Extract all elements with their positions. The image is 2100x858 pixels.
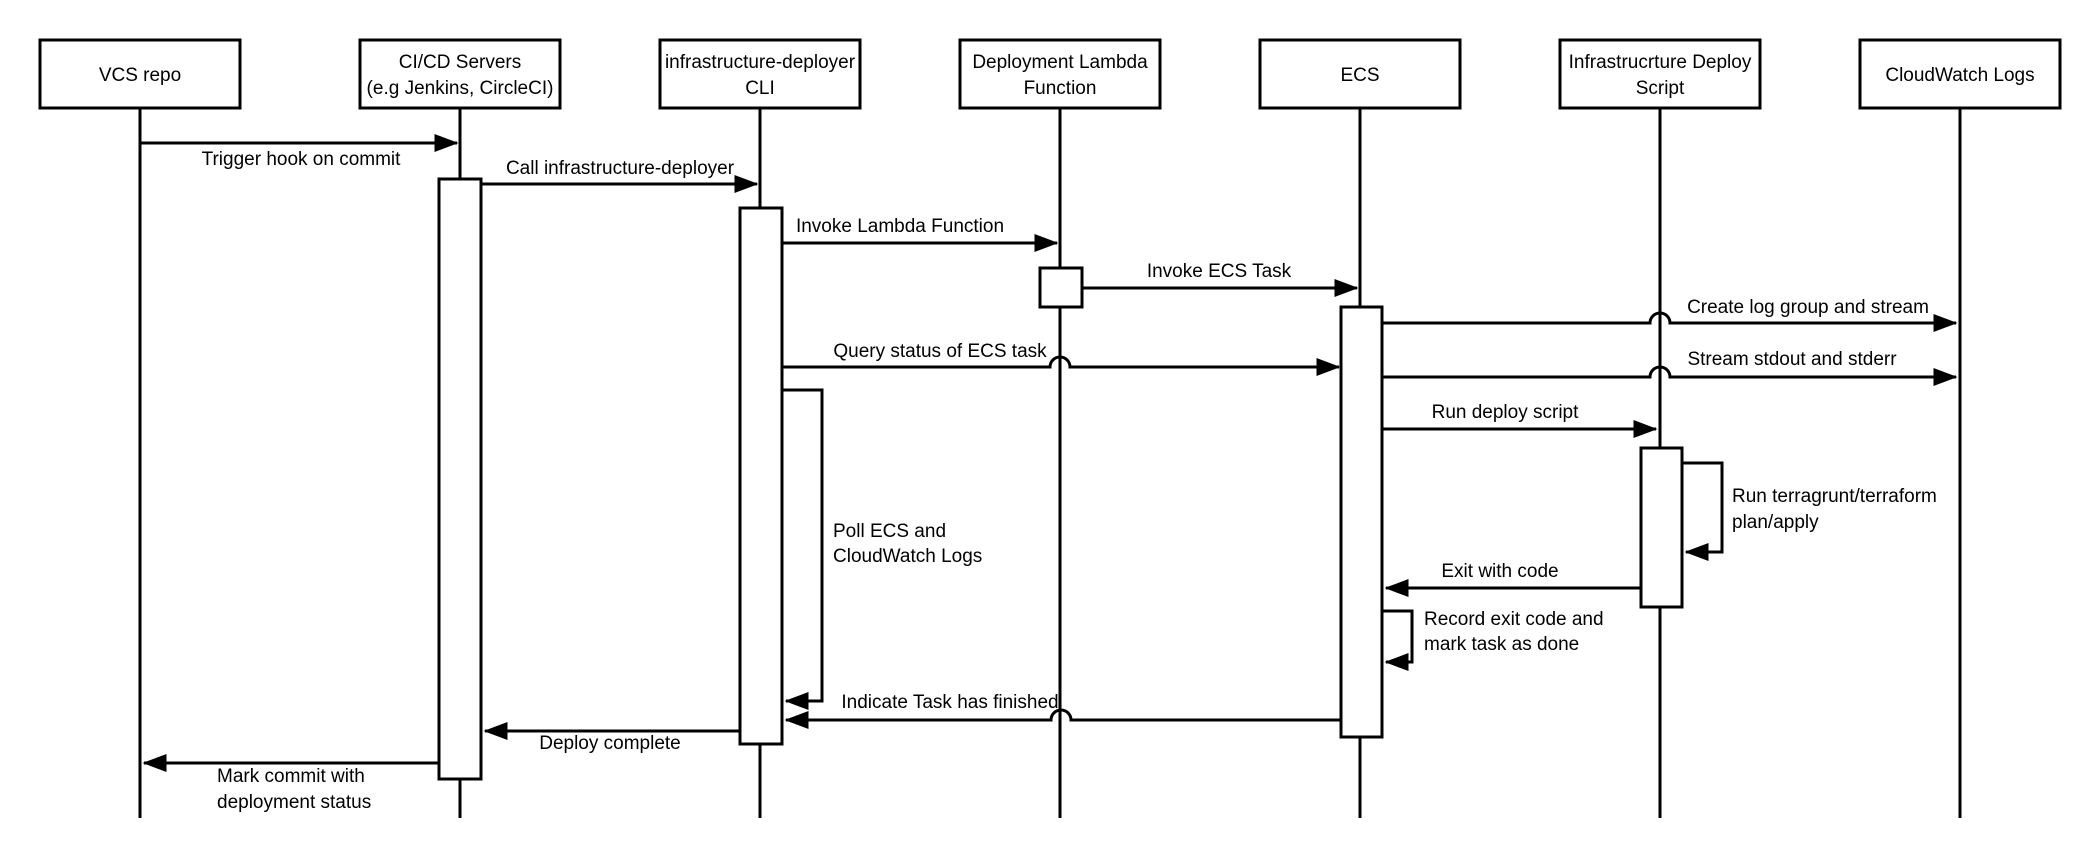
- message-run-deploy-script: Run deploy script: [1382, 402, 1658, 438]
- message-run-terragrunt-label-line2: plan/apply: [1732, 512, 1819, 533]
- actor-boxes: VCS repo CI/CD Servers (e.g Jenkins, Cir…: [38, 38, 2062, 110]
- message-record-exit: Record exit code and mark task as done: [1382, 609, 1604, 671]
- actor-cicd-servers: CI/CD Servers (e.g Jenkins, CircleCI): [358, 38, 562, 110]
- activation-bars: [437, 177, 1684, 781]
- actor-cicd-servers-label-line2: (e.g Jenkins, CircleCI): [367, 78, 554, 99]
- actor-infra-deploy-script-box: [1558, 38, 1762, 110]
- message-deploy-complete-label: Deploy complete: [539, 733, 681, 754]
- actor-infra-deploy-script-label-line1: Infrastrucrture Deploy: [1569, 52, 1752, 73]
- message-run-terragrunt-arrow: [1682, 461, 1724, 561]
- message-record-exit-label-line1: Record exit code and: [1424, 609, 1604, 630]
- loop-poll-bracket-arrow: [782, 388, 824, 710]
- message-create-log-group: Create log group and stream: [1382, 297, 1958, 332]
- activation-infra-deploy-script: [1639, 446, 1684, 609]
- message-run-deploy-script-label: Run deploy script: [1432, 402, 1580, 423]
- activation-cicd-servers: [437, 177, 483, 781]
- actor-vcs-repo-box: [38, 38, 242, 110]
- message-exit-with-code-label: Exit with code: [1441, 561, 1558, 582]
- actor-cloudwatch-logs-label: CloudWatch Logs: [1885, 65, 2034, 86]
- actor-deployment-lambda-label-line2: Function: [1024, 78, 1097, 99]
- messages: Trigger hook on commit Call infrastructu…: [141, 134, 1958, 813]
- actor-deployment-lambda: Deployment Lambda Function: [958, 38, 1162, 110]
- message-invoke-lambda-label: Invoke Lambda Function: [796, 216, 1004, 237]
- message-record-exit-label-line2: mark task as done: [1424, 634, 1579, 655]
- actor-vcs-repo: VCS repo: [38, 38, 242, 110]
- message-invoke-lambda: Invoke Lambda Function: [782, 216, 1059, 252]
- message-call-deployer: Call infrastructure-deployer: [481, 158, 759, 193]
- message-stream-stdout-label: Stream stdout and stderr: [1687, 349, 1897, 370]
- actor-infra-deployer-cli-box: [658, 38, 862, 110]
- actor-infra-deploy-script-label-line2: Script: [1636, 78, 1685, 99]
- actor-cicd-servers-label-line1: CI/CD Servers: [399, 52, 521, 73]
- message-trigger-hook: Trigger hook on commit: [141, 134, 459, 170]
- message-record-exit-arrow: [1382, 609, 1414, 671]
- activation-infra-deployer-cli: [738, 206, 784, 746]
- message-indicate-finished: Indicate Task has finished: [784, 692, 1341, 729]
- actor-infra-deploy-script: Infrastrucrture Deploy Script: [1558, 38, 1762, 110]
- actor-infra-deployer-cli: infrastructure-deployer CLI: [658, 38, 862, 110]
- message-invoke-ecs-task-label: Invoke ECS Task: [1147, 261, 1292, 282]
- actor-infra-deployer-cli-label-line2: CLI: [745, 78, 775, 99]
- actor-deployment-lambda-label-line1: Deployment Lambda: [972, 52, 1148, 73]
- actor-ecs-box: [1258, 38, 1462, 110]
- actor-ecs-label: ECS: [1340, 65, 1379, 86]
- message-stream-stdout: Stream stdout and stderr: [1382, 349, 1958, 386]
- message-create-log-group-arrow: [1382, 311, 1958, 332]
- message-stream-stdout-arrow: [1382, 365, 1958, 386]
- message-query-status: Query status of ECS task: [782, 341, 1341, 376]
- actor-vcs-repo-label: VCS repo: [99, 65, 181, 86]
- loop-poll-ecs-cloudwatch: Poll ECS and CloudWatch Logs: [782, 388, 982, 710]
- message-invoke-ecs-task: Invoke ECS Task: [1082, 261, 1359, 297]
- actor-cloudwatch-logs-box: [1858, 38, 2062, 110]
- message-run-terragrunt-label-line1: Run terragrunt/terraform: [1732, 486, 1937, 507]
- message-mark-commit: Mark commit with deployment status: [142, 754, 439, 813]
- message-exit-with-code: Exit with code: [1384, 561, 1641, 597]
- message-call-deployer-label: Call infrastructure-deployer: [506, 158, 735, 179]
- message-mark-commit-label-line2: deployment status: [217, 792, 371, 813]
- loop-poll-label-line2: CloudWatch Logs: [833, 546, 982, 567]
- message-create-log-group-label: Create log group and stream: [1687, 297, 1929, 318]
- message-mark-commit-label-line1: Mark commit with: [217, 766, 365, 787]
- actor-ecs: ECS: [1258, 38, 1462, 110]
- message-deploy-complete: Deploy complete: [483, 722, 739, 754]
- actor-deployment-lambda-box: [958, 38, 1162, 110]
- message-trigger-hook-label: Trigger hook on commit: [202, 149, 402, 170]
- actor-infra-deployer-cli-label-line1: infrastructure-deployer: [665, 52, 856, 73]
- activation-ecs: [1339, 305, 1384, 739]
- message-run-terragrunt: Run terragrunt/terraform plan/apply: [1682, 461, 1937, 561]
- message-query-status-label: Query status of ECS task: [833, 341, 1047, 362]
- actor-cloudwatch-logs: CloudWatch Logs: [1858, 38, 2062, 110]
- actor-cicd-servers-box: [358, 38, 562, 110]
- message-query-status-arrow: [782, 355, 1341, 376]
- message-indicate-finished-arrow: [784, 708, 1341, 729]
- activation-deployment-lambda: [1038, 266, 1084, 309]
- message-indicate-finished-label: Indicate Task has finished: [841, 692, 1058, 713]
- loop-poll-label-line1: Poll ECS and: [833, 521, 946, 542]
